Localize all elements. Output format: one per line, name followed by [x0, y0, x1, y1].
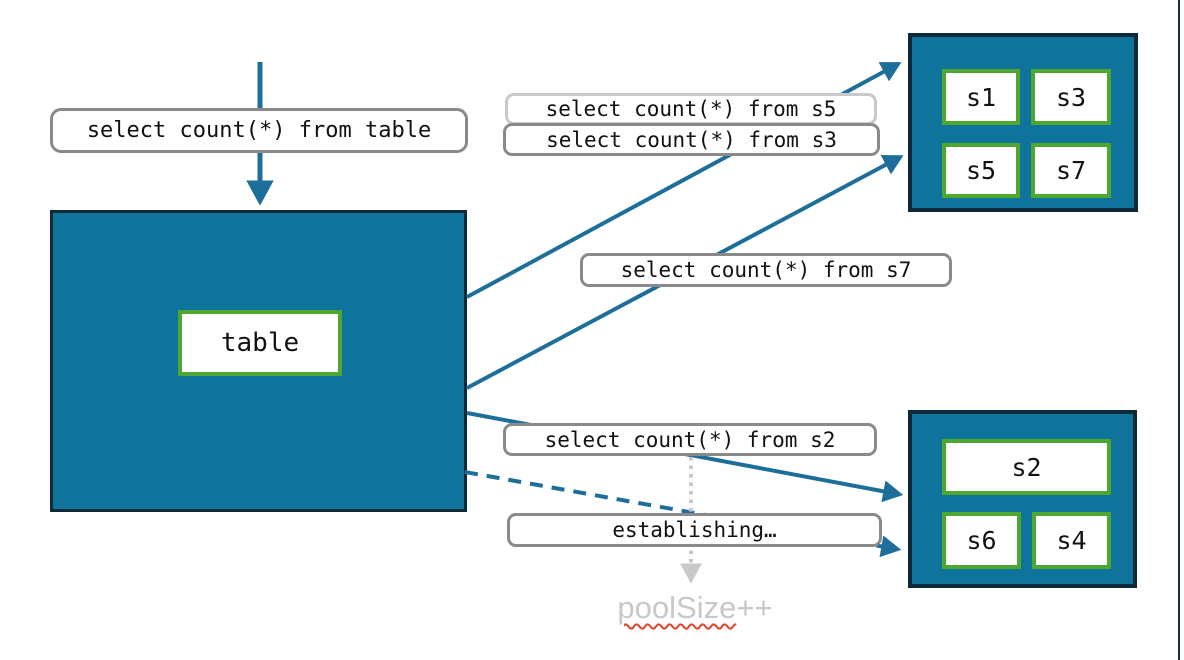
- shard-s1: s1: [942, 69, 1020, 125]
- query-label-s7: select count(*) from s7: [580, 253, 952, 287]
- shard-group-bottom: s2 s6 s4: [908, 410, 1137, 588]
- shard-s2: s2: [942, 439, 1111, 495]
- poolsize-annotation: poolSize++: [570, 588, 820, 628]
- poolsize-word: poolSize: [617, 590, 737, 625]
- shard-s3: s3: [1031, 69, 1111, 125]
- query-label-s3: select count(*) from s3: [503, 123, 880, 156]
- query-label-table: select count(*) from table: [50, 108, 468, 153]
- slide-edge-line: [1178, 0, 1180, 660]
- shard-s5: s5: [942, 143, 1020, 198]
- table-node-label: table: [178, 310, 342, 376]
- query-label-s2: select count(*) from s2: [503, 423, 877, 456]
- shard-s6: s6: [942, 512, 1021, 569]
- poolsize-suffix: ++: [736, 590, 773, 625]
- shard-group-top: s1 s3 s5 s7: [908, 33, 1138, 212]
- query-label-s5: select count(*) from s5: [505, 93, 877, 125]
- shard-s7: s7: [1031, 143, 1111, 198]
- query-label-establishing: establishing…: [507, 513, 882, 547]
- shard-s4: s4: [1032, 512, 1111, 569]
